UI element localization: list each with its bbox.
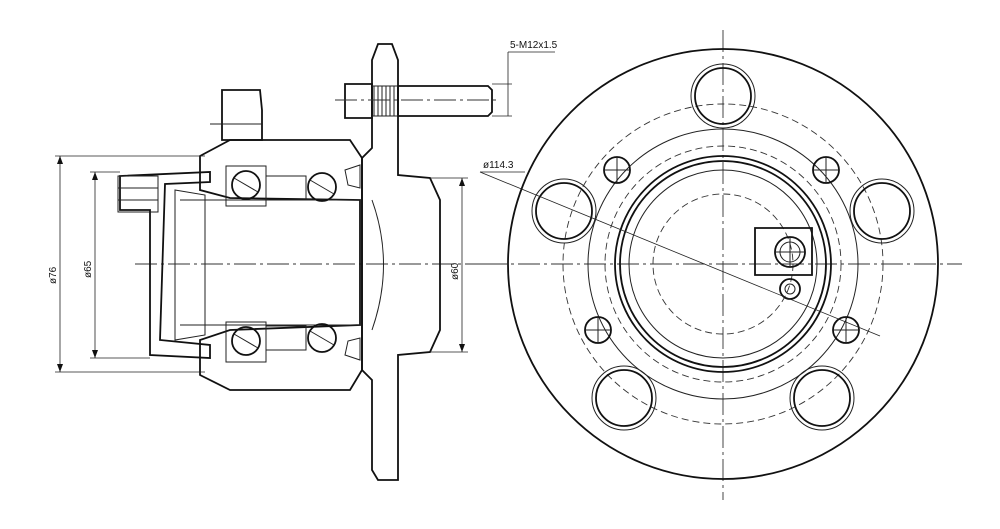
bore-ring-outer <box>614 155 832 373</box>
stud-holes <box>531 63 915 431</box>
dim-seal-diameter: ø65 <box>83 171 150 359</box>
outer-diameter-label: ø76 <box>48 266 59 284</box>
mounting-holes <box>584 156 860 344</box>
pcd-dimension: ø114.3 <box>479 160 881 337</box>
pilot-diameter-label: ø60 <box>450 262 461 280</box>
thread-label: 5-M12x1.5 <box>510 40 558 51</box>
pcd-label: ø114.3 <box>483 160 514 171</box>
dust-cap <box>119 171 211 359</box>
hub-flange <box>361 43 441 481</box>
dim-pilot-diameter: ø60 <box>430 177 468 353</box>
sensor-plug <box>117 175 159 213</box>
mount-lug-upper <box>221 89 263 141</box>
sensor-block <box>754 227 813 300</box>
seal-diameter-label: ø65 <box>83 260 94 278</box>
lower-bearing <box>225 321 337 363</box>
hub-outer-circle <box>507 48 939 480</box>
thread-dimension: 5-M12x1.5 <box>492 40 558 117</box>
upper-bearing <box>225 165 337 207</box>
pitch-circle <box>562 103 884 425</box>
dim-outer-diameter: ø76 <box>48 155 205 373</box>
front-view: ø114.3 <box>479 30 962 500</box>
wheel-stud <box>335 83 500 119</box>
section-view: 5-M12x1.5 ø76 ø65 ø60 <box>48 40 558 481</box>
spindle-bore <box>371 199 384 331</box>
hub-body <box>199 139 363 391</box>
